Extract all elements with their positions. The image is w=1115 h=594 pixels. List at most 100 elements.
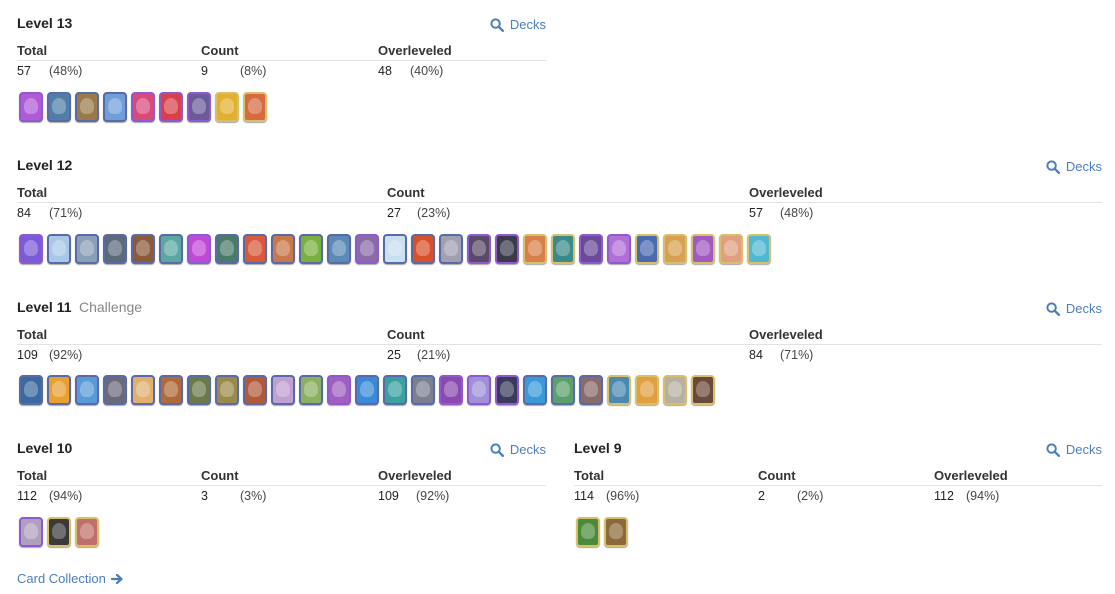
card-icon[interactable] — [47, 375, 71, 405]
level-11-section: Level 11 Challenge Decks Total Count Ove… — [17, 299, 1102, 366]
card-icon[interactable] — [691, 375, 715, 405]
card-icon[interactable] — [439, 234, 463, 264]
card-icon[interactable] — [19, 517, 43, 547]
card-icon[interactable] — [383, 375, 407, 405]
count-percent: (23%) — [417, 206, 451, 220]
card-collection-label: Card Collection — [17, 571, 106, 586]
card-icon[interactable] — [607, 234, 631, 264]
stats-values: 112 (94%) 3 (3%) 109 (92%) — [17, 489, 546, 507]
card-icon[interactable] — [551, 234, 575, 264]
card-icon[interactable] — [243, 375, 267, 405]
count-header: Count — [201, 468, 239, 483]
card-icon[interactable] — [47, 517, 71, 547]
card-icon[interactable] — [495, 234, 519, 264]
card-icon[interactable] — [299, 375, 323, 405]
overleveled-percent: (40%) — [410, 64, 444, 78]
count-header: Count — [387, 327, 425, 342]
card-icon[interactable] — [355, 375, 379, 405]
card-icon[interactable] — [719, 234, 743, 264]
decks-link[interactable]: Decks — [1046, 301, 1102, 316]
card-icon[interactable] — [103, 234, 127, 264]
card-icon[interactable] — [103, 375, 127, 405]
card-icon[interactable] — [47, 234, 71, 264]
card-icon[interactable] — [439, 375, 463, 405]
card-collection-link[interactable]: Card Collection — [17, 571, 124, 586]
card-icon[interactable] — [523, 234, 547, 264]
card-icon[interactable] — [271, 234, 295, 264]
level-13-section: Level 13 Decks Total Count Overleveled 5… — [17, 15, 546, 82]
card-icon[interactable] — [75, 517, 99, 547]
level-12-section: Level 12 Decks Total Count Overleveled 8… — [17, 157, 1102, 224]
decks-label: Decks — [509, 17, 546, 32]
card-icon[interactable] — [75, 92, 99, 122]
card-icon[interactable] — [576, 517, 600, 547]
level-9-section: Level 9 Decks Total Count Overleveled 11… — [574, 440, 1102, 507]
decks-link[interactable]: Decks — [1046, 159, 1102, 174]
card-icon[interactable] — [383, 234, 407, 264]
decks-label: Decks — [1065, 301, 1102, 316]
overleveled-value: 84 — [749, 348, 763, 362]
level-title: Level 13 — [17, 15, 73, 31]
card-icon[interactable] — [75, 375, 99, 405]
search-icon — [1046, 442, 1060, 457]
card-icon[interactable] — [159, 234, 183, 264]
card-icon[interactable] — [159, 375, 183, 405]
card-icon[interactable] — [604, 517, 628, 547]
card-icon[interactable] — [75, 234, 99, 264]
card-icon[interactable] — [131, 375, 155, 405]
overleveled-percent: (92%) — [416, 489, 450, 503]
card-icon[interactable] — [215, 92, 239, 122]
card-icon[interactable] — [19, 234, 43, 264]
card-icon[interactable] — [299, 234, 323, 264]
card-icon[interactable] — [327, 375, 351, 405]
search-icon — [1046, 159, 1060, 174]
card-icon[interactable] — [747, 234, 771, 264]
card-icon[interactable] — [187, 92, 211, 122]
card-icon[interactable] — [103, 92, 127, 122]
card-icon[interactable] — [579, 234, 603, 264]
stats-header: Total Count Overleveled — [17, 327, 1102, 345]
decks-link[interactable]: Decks — [1046, 442, 1102, 457]
card-icon[interactable] — [215, 375, 239, 405]
card-icon[interactable] — [243, 234, 267, 264]
decks-link[interactable]: Decks — [490, 442, 546, 457]
card-icon[interactable] — [663, 375, 687, 405]
count-header: Count — [201, 43, 239, 58]
card-icon[interactable] — [187, 234, 211, 264]
card-icon[interactable] — [411, 234, 435, 264]
card-icon[interactable] — [635, 234, 659, 264]
card-icon[interactable] — [467, 234, 491, 264]
overleveled-percent: (71%) — [780, 348, 814, 362]
total-value: 84 — [17, 206, 31, 220]
card-icon[interactable] — [187, 375, 211, 405]
card-icon[interactable] — [635, 375, 659, 405]
total-percent: (92%) — [49, 348, 83, 362]
card-icon[interactable] — [467, 375, 491, 405]
total-value: 57 — [17, 64, 31, 78]
card-icon[interactable] — [215, 234, 239, 264]
card-icon[interactable] — [131, 92, 155, 122]
card-icon[interactable] — [19, 375, 43, 405]
total-percent: (94%) — [49, 489, 83, 503]
overleveled-percent: (94%) — [966, 489, 1000, 503]
card-icon[interactable] — [691, 234, 715, 264]
card-icon[interactable] — [551, 375, 575, 405]
card-icon[interactable] — [47, 92, 71, 122]
card-icon[interactable] — [411, 375, 435, 405]
count-value: 2 — [758, 489, 765, 503]
card-icon[interactable] — [495, 375, 519, 405]
decks-link[interactable]: Decks — [490, 17, 546, 32]
card-icon[interactable] — [607, 375, 631, 405]
card-icon[interactable] — [663, 234, 687, 264]
card-icon[interactable] — [159, 92, 183, 122]
card-icon[interactable] — [327, 234, 351, 264]
card-icon[interactable] — [355, 234, 379, 264]
card-icon[interactable] — [131, 234, 155, 264]
card-icon[interactable] — [523, 375, 547, 405]
card-icon[interactable] — [19, 92, 43, 122]
total-header: Total — [17, 43, 48, 58]
card-icon[interactable] — [271, 375, 295, 405]
card-icon[interactable] — [579, 375, 603, 405]
overleveled-header: Overleveled — [378, 43, 452, 58]
card-icon[interactable] — [243, 92, 267, 122]
